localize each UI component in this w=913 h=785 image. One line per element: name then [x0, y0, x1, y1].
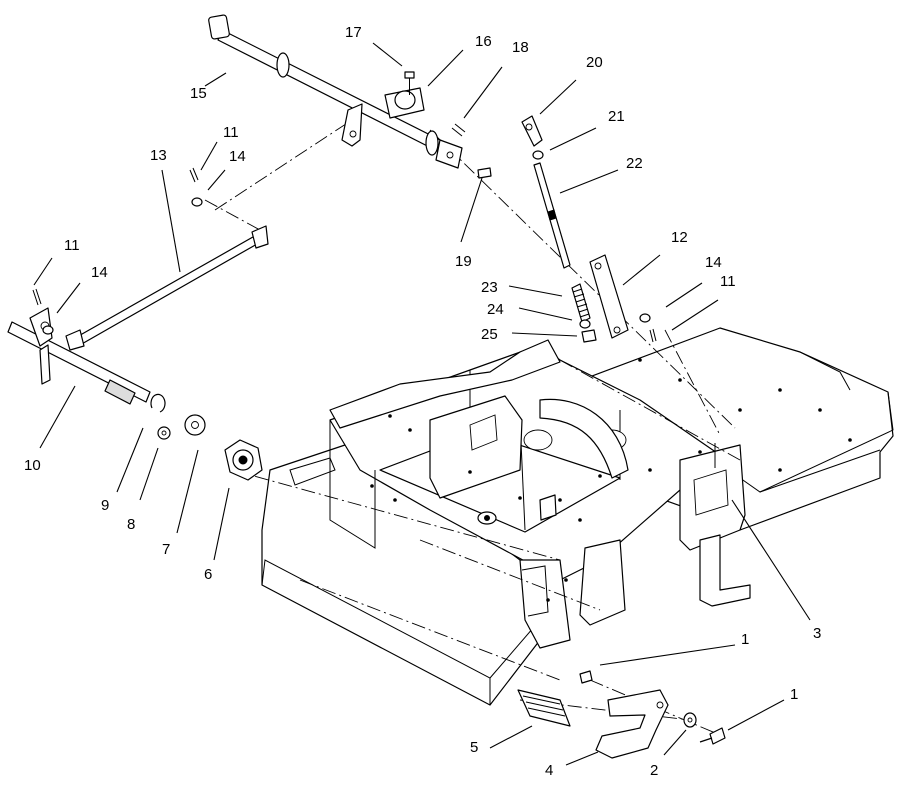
- cotter-pin-11a: [189, 167, 199, 183]
- callout-19: 19: [455, 253, 472, 270]
- shaft-bearing: [425, 130, 439, 156]
- callout-1b: 1: [790, 686, 798, 703]
- front-bracket: [519, 559, 571, 649]
- callout-6: 6: [204, 566, 212, 583]
- shaft-15: [217, 29, 461, 161]
- washer-14b: [42, 325, 54, 335]
- shaft-end-cap: [208, 14, 230, 40]
- washer-14a: [191, 197, 203, 207]
- upper-cross-shaft: [208, 14, 463, 169]
- callout-14c: 14: [705, 254, 722, 271]
- callout-11c: 11: [720, 273, 736, 290]
- lower-shaft-10: [7, 307, 151, 405]
- bolt-1-right: [699, 727, 726, 745]
- jam-nut-21: [532, 150, 544, 160]
- washer-24: [579, 319, 591, 329]
- frame-holes: [370, 358, 852, 602]
- lower-shaft-lever: [39, 344, 51, 385]
- callout-13: 13: [150, 147, 167, 164]
- callout-21: 21: [608, 108, 625, 125]
- callout-9: 9: [101, 497, 109, 514]
- callout-16: 16: [475, 33, 492, 50]
- callout-labels: 1 1 2 3 4 5 6 7 8 9 10 11 11 11 12 13 14…: [24, 24, 821, 779]
- cotter-pin-18: [451, 123, 466, 137]
- rod-end-20: [521, 115, 543, 147]
- bolt-1-left: [579, 670, 593, 684]
- rear-leg-center: [579, 539, 626, 626]
- callout-25: 25: [481, 326, 498, 343]
- callout-18: 18: [512, 39, 529, 56]
- callout-11b: 11: [64, 237, 80, 254]
- upper-flange: [329, 339, 561, 429]
- callout-7: 7: [162, 541, 170, 558]
- callout-14a: 14: [229, 148, 246, 165]
- shaft-arm: [341, 103, 363, 147]
- callout-23: 23: [481, 279, 498, 296]
- shaft-collar: [276, 52, 290, 78]
- leader-lines: [33, 42, 811, 766]
- pivot-lever-12: [589, 254, 629, 339]
- center-arch: [539, 398, 629, 479]
- link-rod-13: [65, 225, 269, 351]
- clevis-pin-19: [477, 167, 492, 179]
- callout-17: 17: [345, 24, 362, 41]
- callout-8: 8: [127, 516, 135, 533]
- spring-23: [571, 283, 591, 323]
- flange-bearing-6: [224, 439, 263, 481]
- callout-20: 20: [586, 54, 603, 71]
- callout-11a: 11: [223, 124, 239, 141]
- callout-24: 24: [487, 301, 504, 318]
- clamp-bracket-16: [384, 87, 425, 119]
- callout-10: 10: [24, 457, 41, 474]
- threaded-rod-22: [533, 162, 571, 269]
- floor-bracket: [539, 494, 557, 521]
- callout-4: 4: [545, 762, 553, 779]
- bolt-17: [404, 71, 415, 95]
- pedal-pad-5: [517, 689, 571, 727]
- callout-2: 2: [650, 762, 658, 779]
- callout-22: 22: [626, 155, 643, 172]
- callout-14b: 14: [91, 264, 108, 281]
- deck-frame-assembly: [261, 327, 894, 706]
- rear-leg-right: [699, 534, 751, 607]
- washer-14c: [639, 313, 651, 323]
- pedal-arm-4: [595, 689, 669, 759]
- cotter-pin-11c: [649, 328, 657, 343]
- callout-15: 15: [190, 85, 207, 102]
- callout-5: 5: [470, 739, 478, 756]
- callout-3: 3: [813, 625, 821, 642]
- cotter-pin-11b: [32, 288, 42, 306]
- retaining-ring-9: [150, 393, 166, 413]
- callout-12: 12: [671, 229, 688, 246]
- callout-1a: 1: [741, 631, 749, 648]
- nut-25: [581, 329, 597, 343]
